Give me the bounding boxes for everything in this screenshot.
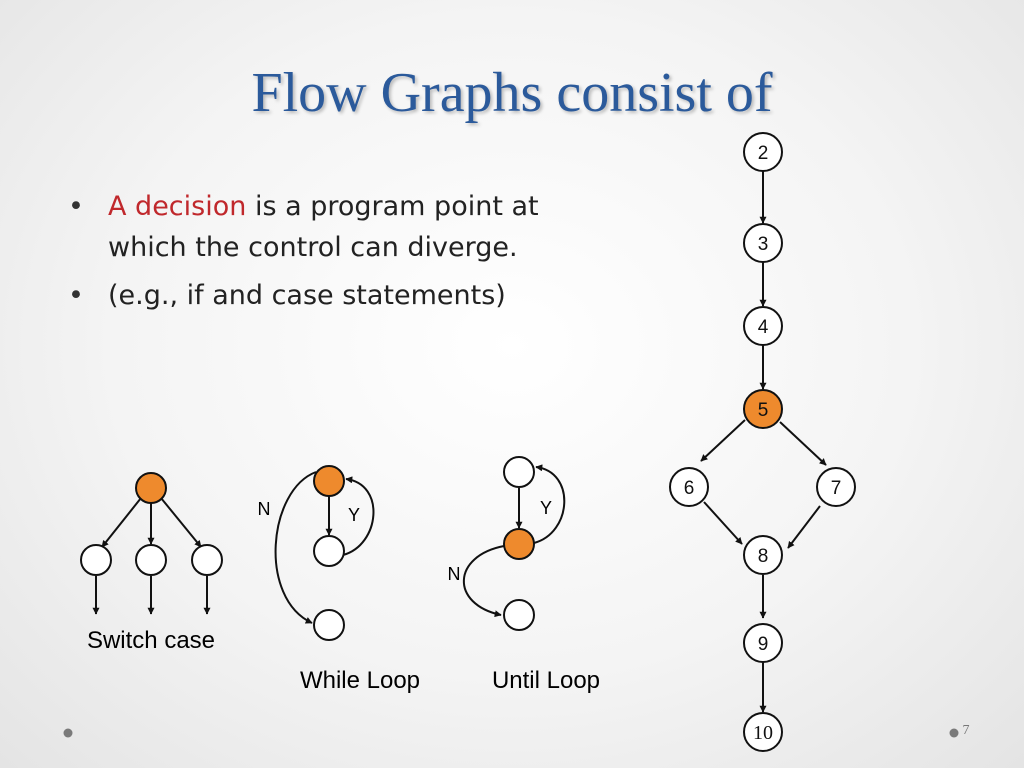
- while-exit-edge: [274, 471, 317, 624]
- node-3: [743, 223, 783, 263]
- until-no-label: N: [448, 564, 461, 584]
- until-loop-example: [462, 456, 566, 631]
- footer-dot-left: [63, 728, 73, 738]
- switch-case-caption: Switch case: [87, 627, 215, 654]
- switch-branch-node: [191, 544, 223, 576]
- while-decision-node: [313, 465, 345, 497]
- node-label: 10: [753, 722, 773, 744]
- bullet-example: (e.g., if and case statements): [66, 275, 606, 316]
- node-9: [743, 623, 783, 663]
- bullet-term: A decision: [108, 191, 247, 222]
- while-exit-node: [313, 609, 345, 641]
- node-6: [669, 467, 709, 507]
- node-10: [743, 712, 783, 752]
- until-exit-edge: [462, 545, 505, 618]
- while-back-edge: [342, 476, 375, 556]
- node-7: [816, 467, 856, 507]
- edge-5-7: [779, 421, 827, 466]
- node-label: 9: [758, 634, 769, 655]
- node-label: 8: [758, 546, 769, 567]
- node-label: 5: [758, 400, 769, 421]
- until-body-node: [503, 456, 535, 488]
- until-decision-node: [503, 528, 535, 560]
- until-yes-label: Y: [540, 498, 552, 518]
- slide-title: Flow Graphs consist of: [251, 62, 773, 124]
- bullet-text: (e.g., if and case statements): [108, 280, 506, 311]
- node-2: [743, 132, 783, 172]
- main-node-labels: 2 3 4 5 6 7 8 9 10: [684, 143, 842, 744]
- switch-branch-node: [80, 544, 112, 576]
- main-flow-graph: [669, 132, 856, 752]
- switch-edge: [101, 497, 142, 548]
- node-label: 4: [758, 317, 769, 338]
- while-no-label: N: [258, 499, 271, 519]
- while-body-node: [313, 535, 345, 567]
- switch-case-example: [80, 472, 223, 615]
- while-loop-example: [274, 465, 375, 641]
- footer-dot-right: [949, 728, 959, 738]
- node-label: 3: [758, 234, 769, 255]
- bullet-list: A decision is a program point at which t…: [66, 186, 606, 323]
- node-label: 6: [684, 478, 695, 499]
- edge-6-8: [703, 501, 743, 545]
- switch-decision-node: [135, 472, 167, 504]
- page-number: 7: [963, 723, 970, 738]
- until-back-edge: [533, 464, 566, 544]
- node-4: [743, 306, 783, 346]
- until-exit-node: [503, 599, 535, 631]
- switch-branch-node: [135, 544, 167, 576]
- until-loop-caption: Until Loop: [492, 667, 600, 694]
- node-8: [743, 535, 783, 575]
- bullet-text: is a program point at which the control …: [108, 191, 539, 263]
- while-yes-label: Y: [348, 505, 360, 525]
- bullet-decision: A decision is a program point at which t…: [66, 186, 606, 268]
- edge-5-6: [700, 419, 746, 462]
- node-label: 7: [831, 478, 842, 499]
- node-5-decision: [743, 389, 783, 429]
- while-loop-caption: While Loop: [300, 667, 420, 694]
- edge-7-8: [787, 505, 821, 549]
- node-label: 2: [758, 143, 769, 164]
- switch-edge: [160, 497, 202, 548]
